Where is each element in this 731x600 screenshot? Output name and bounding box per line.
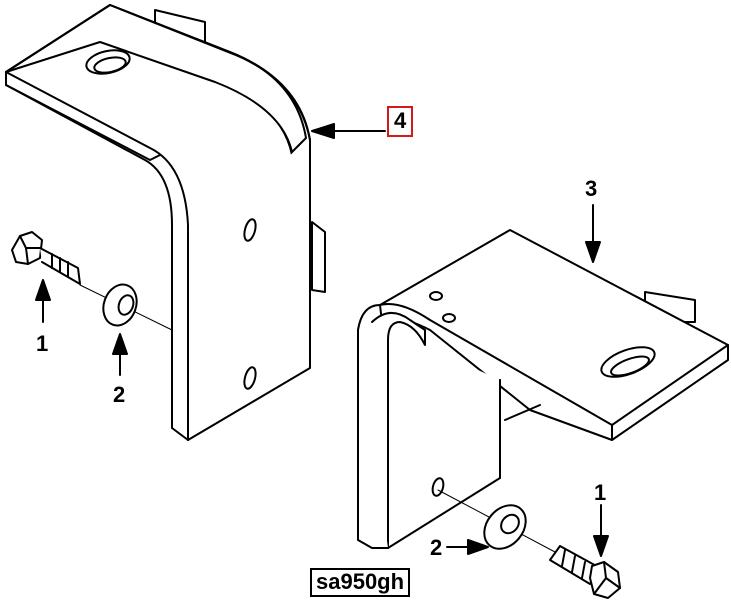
large-bracket	[5, 4, 326, 441]
callout-part-2-right: 2	[430, 535, 443, 560]
leader-arrows	[35, 123, 609, 557]
callout-part-4: 4	[387, 106, 414, 137]
right-bolt	[549, 545, 621, 599]
small-bracket	[357, 229, 729, 549]
right-washer	[483, 504, 527, 550]
callout-part-2-left: 2	[113, 382, 126, 407]
callout-part-1-right: 1	[594, 480, 607, 505]
left-washer	[102, 283, 138, 327]
left-bolt	[11, 231, 81, 285]
callout-part-3: 3	[585, 176, 598, 201]
callout-part-1-left: 1	[36, 331, 49, 356]
reference-code-label: sa950gh	[310, 568, 411, 597]
